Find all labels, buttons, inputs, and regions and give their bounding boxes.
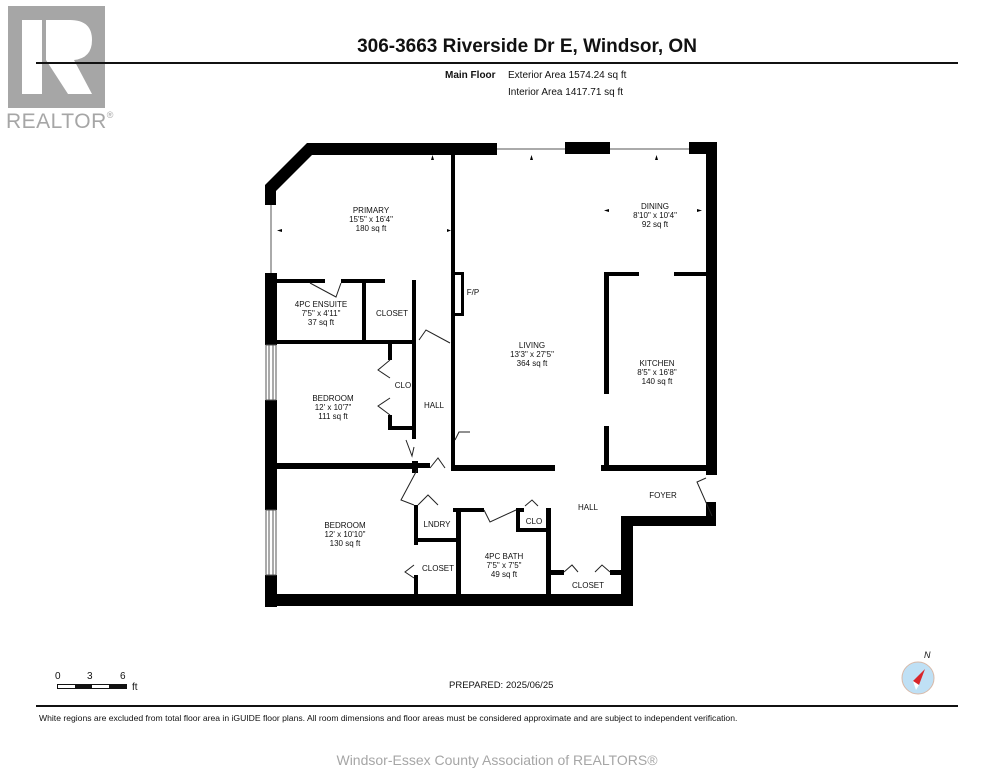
compass-north-label: N	[924, 650, 931, 660]
room-bedroom-2: BEDROOM 12' x 10'10" 130 sq ft	[324, 521, 365, 548]
room-dimensions: 8'5" x 16'8"	[637, 368, 677, 377]
room-area: 364 sq ft	[516, 359, 548, 368]
label-hall-left: HALL	[423, 401, 445, 410]
room-dining: DINING 8'10" x 10'4" 92 sq ft	[633, 202, 677, 229]
label-laundry: LNDRY	[423, 520, 451, 529]
room-dimensions: 12' x 10'7"	[314, 403, 352, 412]
page-title: 306-3663 Riverside Dr E, Windsor, ON	[357, 36, 697, 57]
footer-divider	[36, 705, 958, 707]
label-closet-hall: CLOSET	[571, 581, 605, 590]
scale-tick-3: 3	[87, 671, 93, 682]
exterior-area: Exterior Area 1574.24 sq ft	[508, 70, 627, 81]
logo-text: REALTOR	[6, 110, 107, 133]
label-fireplace: F/P	[466, 288, 480, 297]
room-dimensions: 7'5" x 7'5"	[486, 561, 522, 570]
floor-name: Main Floor	[445, 70, 496, 81]
realtor-r-icon	[22, 20, 92, 94]
room-name: 4PC ENSUITE	[294, 300, 348, 309]
room-primary: PRIMARY 15'5" x 16'4" 180 sq ft	[349, 206, 393, 233]
label-hall-center: HALL	[577, 503, 599, 512]
room-area: 37 sq ft	[307, 318, 335, 327]
label-foyer: FOYER	[649, 491, 677, 500]
room-area: 49 sq ft	[490, 570, 518, 579]
room-area: 130 sq ft	[329, 539, 361, 548]
prepared-date: PREPARED: 2025/06/25	[449, 680, 554, 691]
room-name: LIVING	[518, 341, 546, 350]
disclaimer: White regions are excluded from total fl…	[39, 713, 738, 723]
room-name: BEDROOM	[312, 394, 354, 403]
scale-bar	[57, 684, 127, 689]
realtor-logo	[8, 6, 105, 108]
room-bedroom-1: BEDROOM 12' x 10'7" 111 sq ft	[312, 394, 353, 421]
label-clo-bath: CLO	[525, 517, 543, 526]
room-4pc-bath: 4PC BATH 7'5" x 7'5" 49 sq ft	[485, 552, 524, 579]
scale-tick-6: 6	[120, 671, 126, 682]
room-dimensions: 7'5" x 4'11"	[301, 309, 341, 318]
room-name: PRIMARY	[352, 206, 390, 215]
room-4pc-ensuite: 4PC ENSUITE 7'5" x 4'11" 37 sq ft	[295, 300, 347, 327]
room-name: 4PC BATH	[484, 552, 524, 561]
room-living: LIVING 13'3" x 27'5" 364 sq ft	[510, 341, 554, 368]
room-area: 111 sq ft	[318, 412, 348, 421]
room-dimensions: 15'5" x 16'4"	[349, 215, 393, 224]
room-name: DINING	[641, 202, 669, 211]
room-dimensions: 8'10" x 10'4"	[633, 211, 677, 220]
room-area: 140 sq ft	[641, 377, 673, 386]
label-closet-bedroom2: CLOSET	[421, 564, 455, 573]
realtor-wordmark: REALTOR®	[6, 110, 114, 134]
room-kitchen: KITCHEN 8'5" x 16'8" 140 sq ft	[637, 359, 676, 386]
label-closet-ensuite: CLOSET	[375, 309, 409, 318]
association-watermark: Windsor-Essex County Association of REAL…	[336, 752, 658, 768]
room-dimensions: 13'3" x 27'5"	[510, 350, 554, 359]
room-name: KITCHEN	[639, 359, 675, 368]
room-dimensions: 12' x 10'10"	[324, 530, 366, 539]
room-name: BEDROOM	[324, 521, 366, 530]
room-area: 180 sq ft	[355, 224, 387, 233]
interior-area: Interior Area 1417.71 sq ft	[508, 87, 624, 98]
label-clo-bedroom: CLO	[394, 381, 412, 390]
scale-unit: ft	[132, 682, 138, 693]
room-area: 92 sq ft	[641, 220, 669, 229]
logo-registered-mark: ®	[106, 110, 114, 120]
header-divider	[36, 62, 958, 64]
scale-tick-0: 0	[55, 671, 61, 682]
compass-icon	[901, 661, 935, 695]
